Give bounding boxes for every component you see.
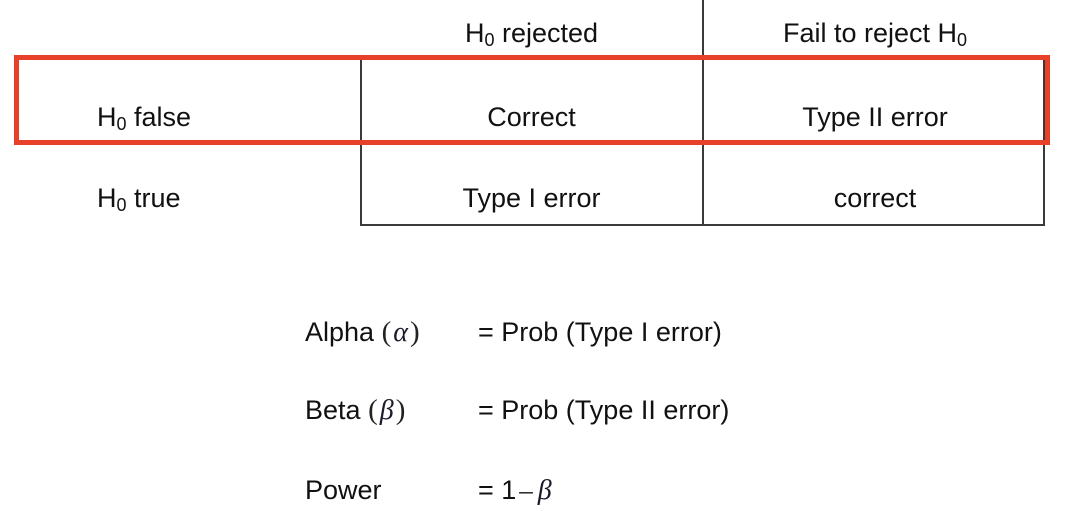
cell-h0-false-fail-to-reject: Type II error [802, 102, 948, 132]
formula-power-rhs-prefix: = 1 [478, 475, 517, 505]
formula-beta-close-paren: ) [395, 394, 406, 426]
column-header-fail-to-reject-subscript: 0 [957, 30, 968, 50]
formula-power-symbol: β [537, 475, 552, 506]
formula-power: Power = 1–β [0, 470, 1070, 510]
row-label-h0-false-tail: false [126, 102, 192, 132]
column-header-h0-rejected-tail: rejected [494, 18, 599, 48]
formula-power-label: Power [305, 475, 382, 505]
row-label-h0-true-h: H [97, 183, 117, 213]
formula-power-minus: – [519, 475, 533, 505]
table-column-divider [702, 0, 704, 226]
formula-beta: Beta (β) = Prob (Type II error) [0, 390, 1070, 430]
formula-beta-open-paren: ( [368, 394, 378, 426]
cell-h0-true-fail-to-reject: correct [833, 183, 917, 213]
row-label-h0-false: H0 false [97, 102, 192, 134]
formula-alpha-open-paren: ( [381, 316, 392, 348]
formula-power-rhs: = 1–β [478, 470, 554, 511]
formula-alpha-lhs: Alpha (α) [305, 312, 420, 353]
formula-alpha-symbol: α [393, 317, 408, 348]
formula-alpha-close-paren: ) [409, 316, 420, 348]
formula-alpha: Alpha (α) = Prob (Type I error) [0, 312, 1070, 352]
formula-beta-lhs: Beta (β) [305, 390, 405, 431]
row-label-h0-false-subscript: 0 [116, 114, 127, 134]
column-header-h0-rejected-h: H [464, 18, 485, 48]
formula-beta-rhs: = Prob (Type II error) [478, 395, 730, 425]
row-label-h0-true-tail: true [126, 183, 181, 213]
column-header-h0-rejected-subscript: 0 [484, 30, 495, 50]
row-label-h0-true: H0 true [97, 183, 181, 215]
table-row-divider [360, 143, 1045, 145]
formula-beta-label: Beta [305, 395, 361, 425]
formula-beta-symbol: β [379, 395, 394, 426]
column-header-h0-rejected: H0 rejected [360, 18, 703, 50]
cell-h0-false-rejected: Correct [487, 102, 576, 132]
row-label-h0-false-h: H [97, 102, 117, 132]
formula-alpha-label: Alpha [305, 317, 375, 347]
column-header-fail-to-reject-h0: Fail to reject H0 [705, 18, 1045, 50]
formula-alpha-rhs: = Prob (Type I error) [478, 317, 722, 347]
column-header-fail-to-reject-lead: Fail to reject H [782, 18, 958, 48]
cell-h0-true-rejected: Type I error [462, 183, 601, 213]
row-label-h0-true-subscript: 0 [116, 195, 127, 215]
